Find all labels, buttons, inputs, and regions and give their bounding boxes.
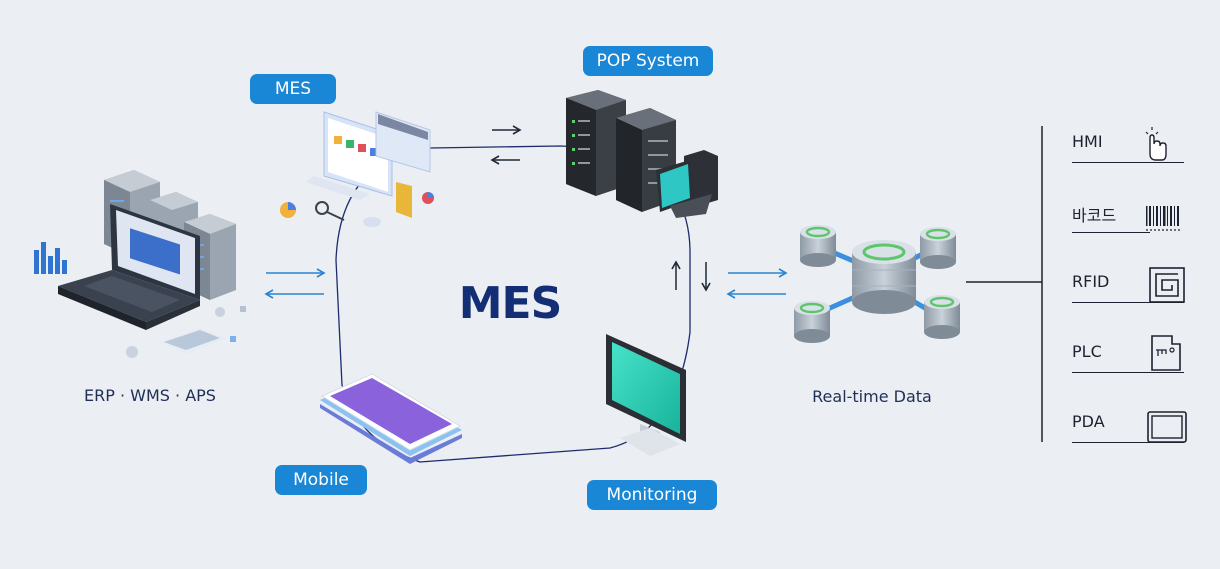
pop-servers-illustration: [566, 90, 718, 218]
mes-dashboard-illustration: [280, 111, 434, 227]
device-underline: [1072, 162, 1184, 163]
database-bl-icon: [794, 301, 830, 343]
mes-badge: MES: [250, 74, 336, 104]
realtime-caption: Real-time Data: [812, 387, 932, 406]
device-label-hmi: HMI: [1072, 132, 1103, 151]
erp-caption: ERP · WMS · APS: [84, 386, 216, 405]
pop-system-badge: POP System: [583, 46, 713, 76]
erp-laptop-illustration: [34, 204, 246, 358]
pointing-hand-icon: [1145, 127, 1167, 161]
center-title: MES: [458, 278, 563, 329]
realtime-database-cluster: [794, 225, 960, 343]
device-underline: [1072, 232, 1150, 233]
database-tr-icon: [920, 227, 956, 269]
device-underline: [1072, 372, 1184, 373]
monitoring-monitor-illustration: [606, 334, 686, 456]
database-br-icon: [924, 295, 960, 339]
pda-icon: [1147, 411, 1187, 443]
database-center-icon: [852, 240, 916, 314]
database-tl-icon: [800, 225, 836, 267]
device-label-plc: PLC: [1072, 342, 1102, 361]
device-underline: [1072, 442, 1184, 443]
mobile-tablet-illustration: [320, 373, 462, 464]
device-label-pda: PDA: [1072, 412, 1105, 431]
device-underline: [1072, 302, 1184, 303]
rfid-icon: [1149, 267, 1185, 303]
device-label-rfid: RFID: [1072, 272, 1110, 291]
monitoring-badge: Monitoring: [587, 480, 717, 510]
barcode-icon: [1146, 206, 1180, 231]
plc-card-icon: [1151, 335, 1181, 371]
mobile-badge: Mobile: [275, 465, 367, 495]
device-label-barcode: 바코드: [1072, 206, 1117, 225]
